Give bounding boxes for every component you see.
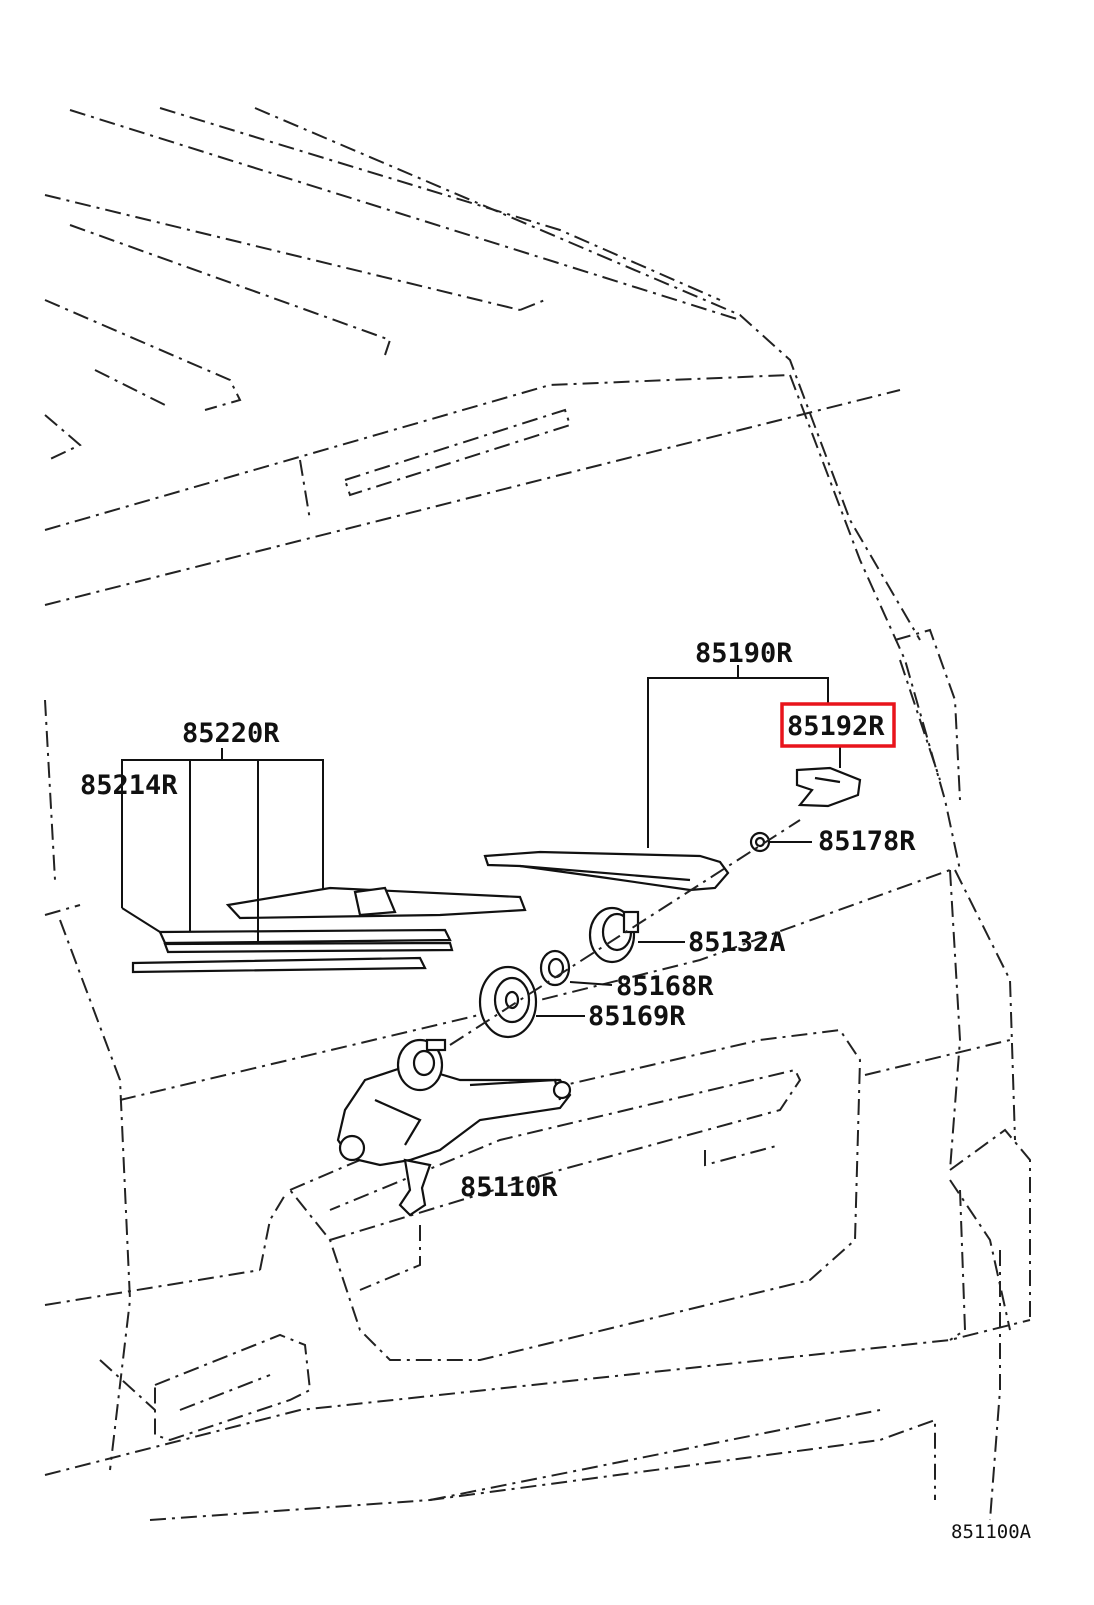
figure-code: 851100A (951, 1521, 1032, 1543)
label-85110R[interactable]: 85110R (460, 1172, 558, 1203)
label-85190R[interactable]: 85190R (695, 638, 793, 669)
pivot-part (588, 906, 640, 964)
washer-part (539, 949, 571, 987)
label-85169R[interactable]: 85169R (588, 1001, 686, 1032)
label-85168R[interactable]: 85168R (616, 971, 714, 1002)
label-85132A[interactable]: 85132A (688, 927, 786, 958)
cap-part (795, 766, 862, 808)
wiper-arm (483, 850, 730, 892)
label-85214R[interactable]: 85214R (80, 770, 178, 801)
wiper-motor (336, 1038, 572, 1217)
highlight-box (780, 702, 896, 748)
label-85178R[interactable]: 85178R (818, 826, 916, 857)
label-85192R[interactable]: 85192R (787, 711, 885, 742)
label-85220R[interactable]: 85220R (182, 718, 280, 749)
wiper-blade-assembly (131, 886, 527, 974)
leader-lines (121, 665, 841, 1046)
vehicle-body-outline (44, 107, 1031, 1521)
grommet-part (478, 965, 538, 1039)
